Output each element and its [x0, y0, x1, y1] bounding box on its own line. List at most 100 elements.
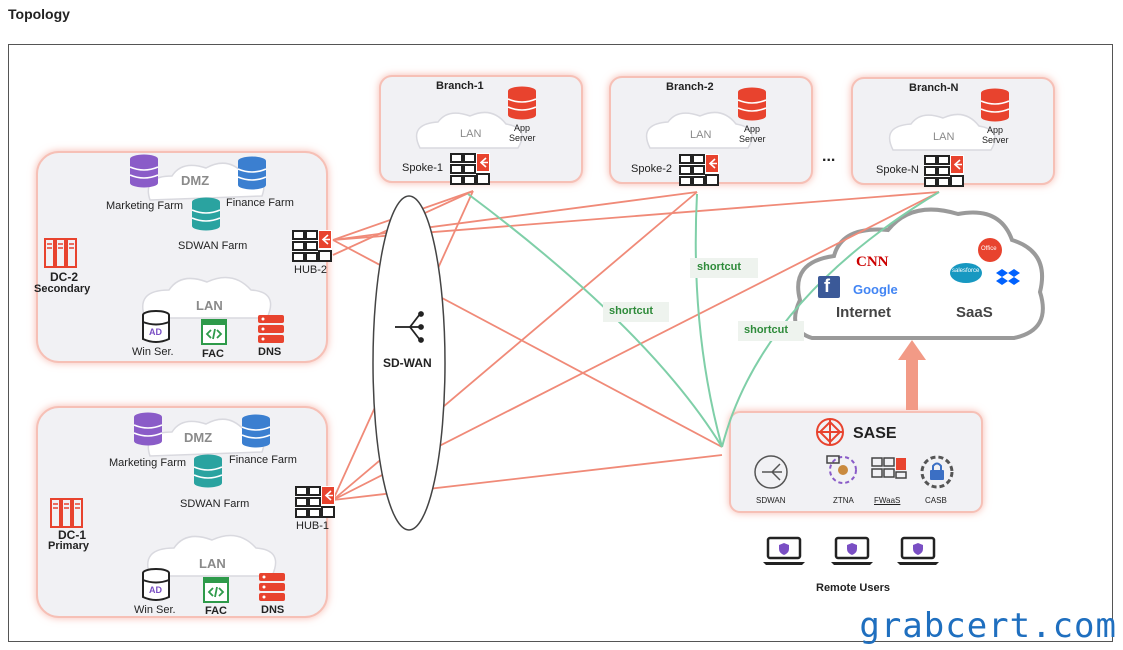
branch-ellipsis: ... — [822, 148, 836, 165]
dc1-lan-label: LAN — [199, 556, 226, 571]
dc1-fac-icon — [202, 576, 230, 604]
sase-casb-label: CASB — [925, 496, 947, 505]
internet-saas-cloud — [793, 207, 1045, 340]
remote-user-laptop-icon — [762, 536, 806, 566]
branch-1-app-label: App — [514, 123, 531, 133]
branch-n-server-label: Server — [982, 135, 1009, 145]
remote-user-laptop-icon — [830, 536, 874, 566]
dropbox-icon — [996, 269, 1020, 285]
dc1-fac-label: FAC — [205, 605, 227, 617]
sdwan-label: SD-WAN — [383, 356, 432, 370]
remote-user-laptop-icon — [896, 536, 940, 566]
dc2-fac-label: FAC — [202, 348, 224, 360]
branch-1-lan-cloud — [415, 111, 523, 149]
dc2-finance-db-icon — [237, 156, 267, 190]
branch-n-app-label: App — [987, 125, 1004, 135]
dc2-dns-icon — [258, 315, 284, 343]
dc1-dmz-label: DMZ — [184, 430, 213, 445]
page-title: Topology — [8, 6, 70, 22]
dc1-finance-label: Finance Farm — [229, 454, 297, 466]
branch-2-lan-label: LAN — [690, 129, 712, 141]
branch-1-lan-label: LAN — [460, 128, 482, 140]
facebook-letter: f — [824, 276, 830, 296]
shortcut-label: shortcut — [609, 305, 653, 317]
saas-label: SaaS — [956, 304, 993, 321]
sase-sdwan-icon — [754, 455, 788, 489]
spoke-n-label: Spoke-N — [876, 164, 919, 176]
branch-2-lan-cloud — [645, 111, 753, 149]
hub-1-firewall-icon — [295, 486, 335, 518]
dc1-site-label: DC-1 — [58, 528, 87, 542]
shortcut-label: shortcut — [697, 261, 741, 273]
office-icon — [978, 238, 1002, 262]
branch-1-app-server-icon — [507, 86, 537, 120]
dc1-site-sublabel: Primary — [48, 540, 89, 552]
up-arrow — [898, 340, 926, 410]
dc1-marketing-db-icon — [133, 412, 163, 446]
dc2-ad-text: AD — [149, 327, 162, 337]
branch-2-app-label: App — [744, 124, 761, 134]
shortcut-label: shortcut — [744, 324, 788, 336]
spoke-2-firewall-icon — [679, 154, 719, 186]
spoke-2-label: Spoke-2 — [631, 163, 672, 175]
dc1-ad-text: AD — [149, 585, 162, 595]
dc2-sdwan-db-icon — [191, 197, 221, 231]
branch-2-title: Branch-2 — [666, 81, 714, 93]
dc2-finance-label: Finance Farm — [226, 197, 294, 209]
branch-n-lan-label: LAN — [933, 131, 955, 143]
branch-2-server-label: Server — [739, 134, 766, 144]
sdwan-ellipse — [372, 195, 446, 531]
dc2-lan-cloud — [142, 276, 272, 319]
branch-n-app-server-icon — [980, 88, 1010, 122]
facebook-icon — [818, 276, 840, 298]
shortcut-label-bg — [690, 258, 758, 278]
dc1-sdwan-db-icon — [193, 454, 223, 488]
shortcut-label-bg — [738, 321, 804, 341]
green-shortcut-links — [467, 191, 940, 448]
sdwan-icon — [395, 311, 424, 343]
google-logo: Google — [853, 282, 898, 297]
dc1-dns-icon — [259, 573, 285, 601]
sase-casb-icon — [920, 455, 954, 489]
topology-frame — [8, 44, 1113, 642]
hub-1-label: HUB-1 — [296, 520, 330, 532]
dc2-marketing-label: Marketing Farm — [106, 200, 184, 212]
dc1-dns-label: DNS — [261, 604, 285, 616]
spoke-1-label: Spoke-1 — [402, 162, 443, 174]
branch-1-title: Branch-1 — [436, 80, 484, 92]
branch-2-app-server-icon — [737, 87, 767, 121]
salesforce-text: salesforce — [952, 268, 980, 274]
dc2-dns-label: DNS — [258, 346, 282, 358]
sase-logo-icon — [816, 418, 844, 446]
watermark: grabcert.com — [859, 606, 1117, 646]
branch-n-title: Branch-N — [909, 82, 959, 94]
dc1-win-label: Win Ser. — [134, 604, 176, 616]
shortcut-label-bg — [603, 302, 669, 322]
dc1-lan-cloud — [147, 534, 277, 577]
dc1-sdwan-farm-label: SDWAN Farm — [180, 498, 250, 510]
internet-label: Internet — [836, 304, 892, 321]
branch-n-lan-cloud — [888, 113, 996, 151]
sase-sdwan-label: SDWAN — [756, 496, 786, 505]
sase-ztna-label: ZTNA — [833, 496, 854, 505]
dc2-win-label: Win Ser. — [132, 346, 174, 358]
sase-ztna-icon — [826, 455, 857, 484]
dc2-sdwan-farm-label: SDWAN Farm — [178, 240, 248, 252]
dc2-fac-icon — [200, 318, 228, 346]
dc2-marketing-db-icon — [129, 154, 159, 188]
hub-2-label: HUB-2 — [294, 264, 328, 276]
sase-box — [729, 411, 983, 513]
dc2-dmz-label: DMZ — [181, 173, 210, 188]
branch-1-server-label: Server — [509, 133, 536, 143]
dc1-finance-db-icon — [241, 414, 271, 448]
hub-2-firewall-icon — [292, 230, 332, 262]
dc1-marketing-label: Marketing Farm — [109, 457, 187, 469]
sase-fwaas-label: FWaaS — [874, 496, 901, 505]
spoke-1-firewall-icon — [450, 153, 490, 185]
dc2-site-label: DC-2 — [50, 270, 79, 284]
sase-fwaas-icon — [871, 457, 907, 479]
office-text: Office — [981, 246, 997, 252]
dc2-lan-label: LAN — [196, 298, 223, 313]
remote-users-label: Remote Users — [816, 582, 890, 594]
